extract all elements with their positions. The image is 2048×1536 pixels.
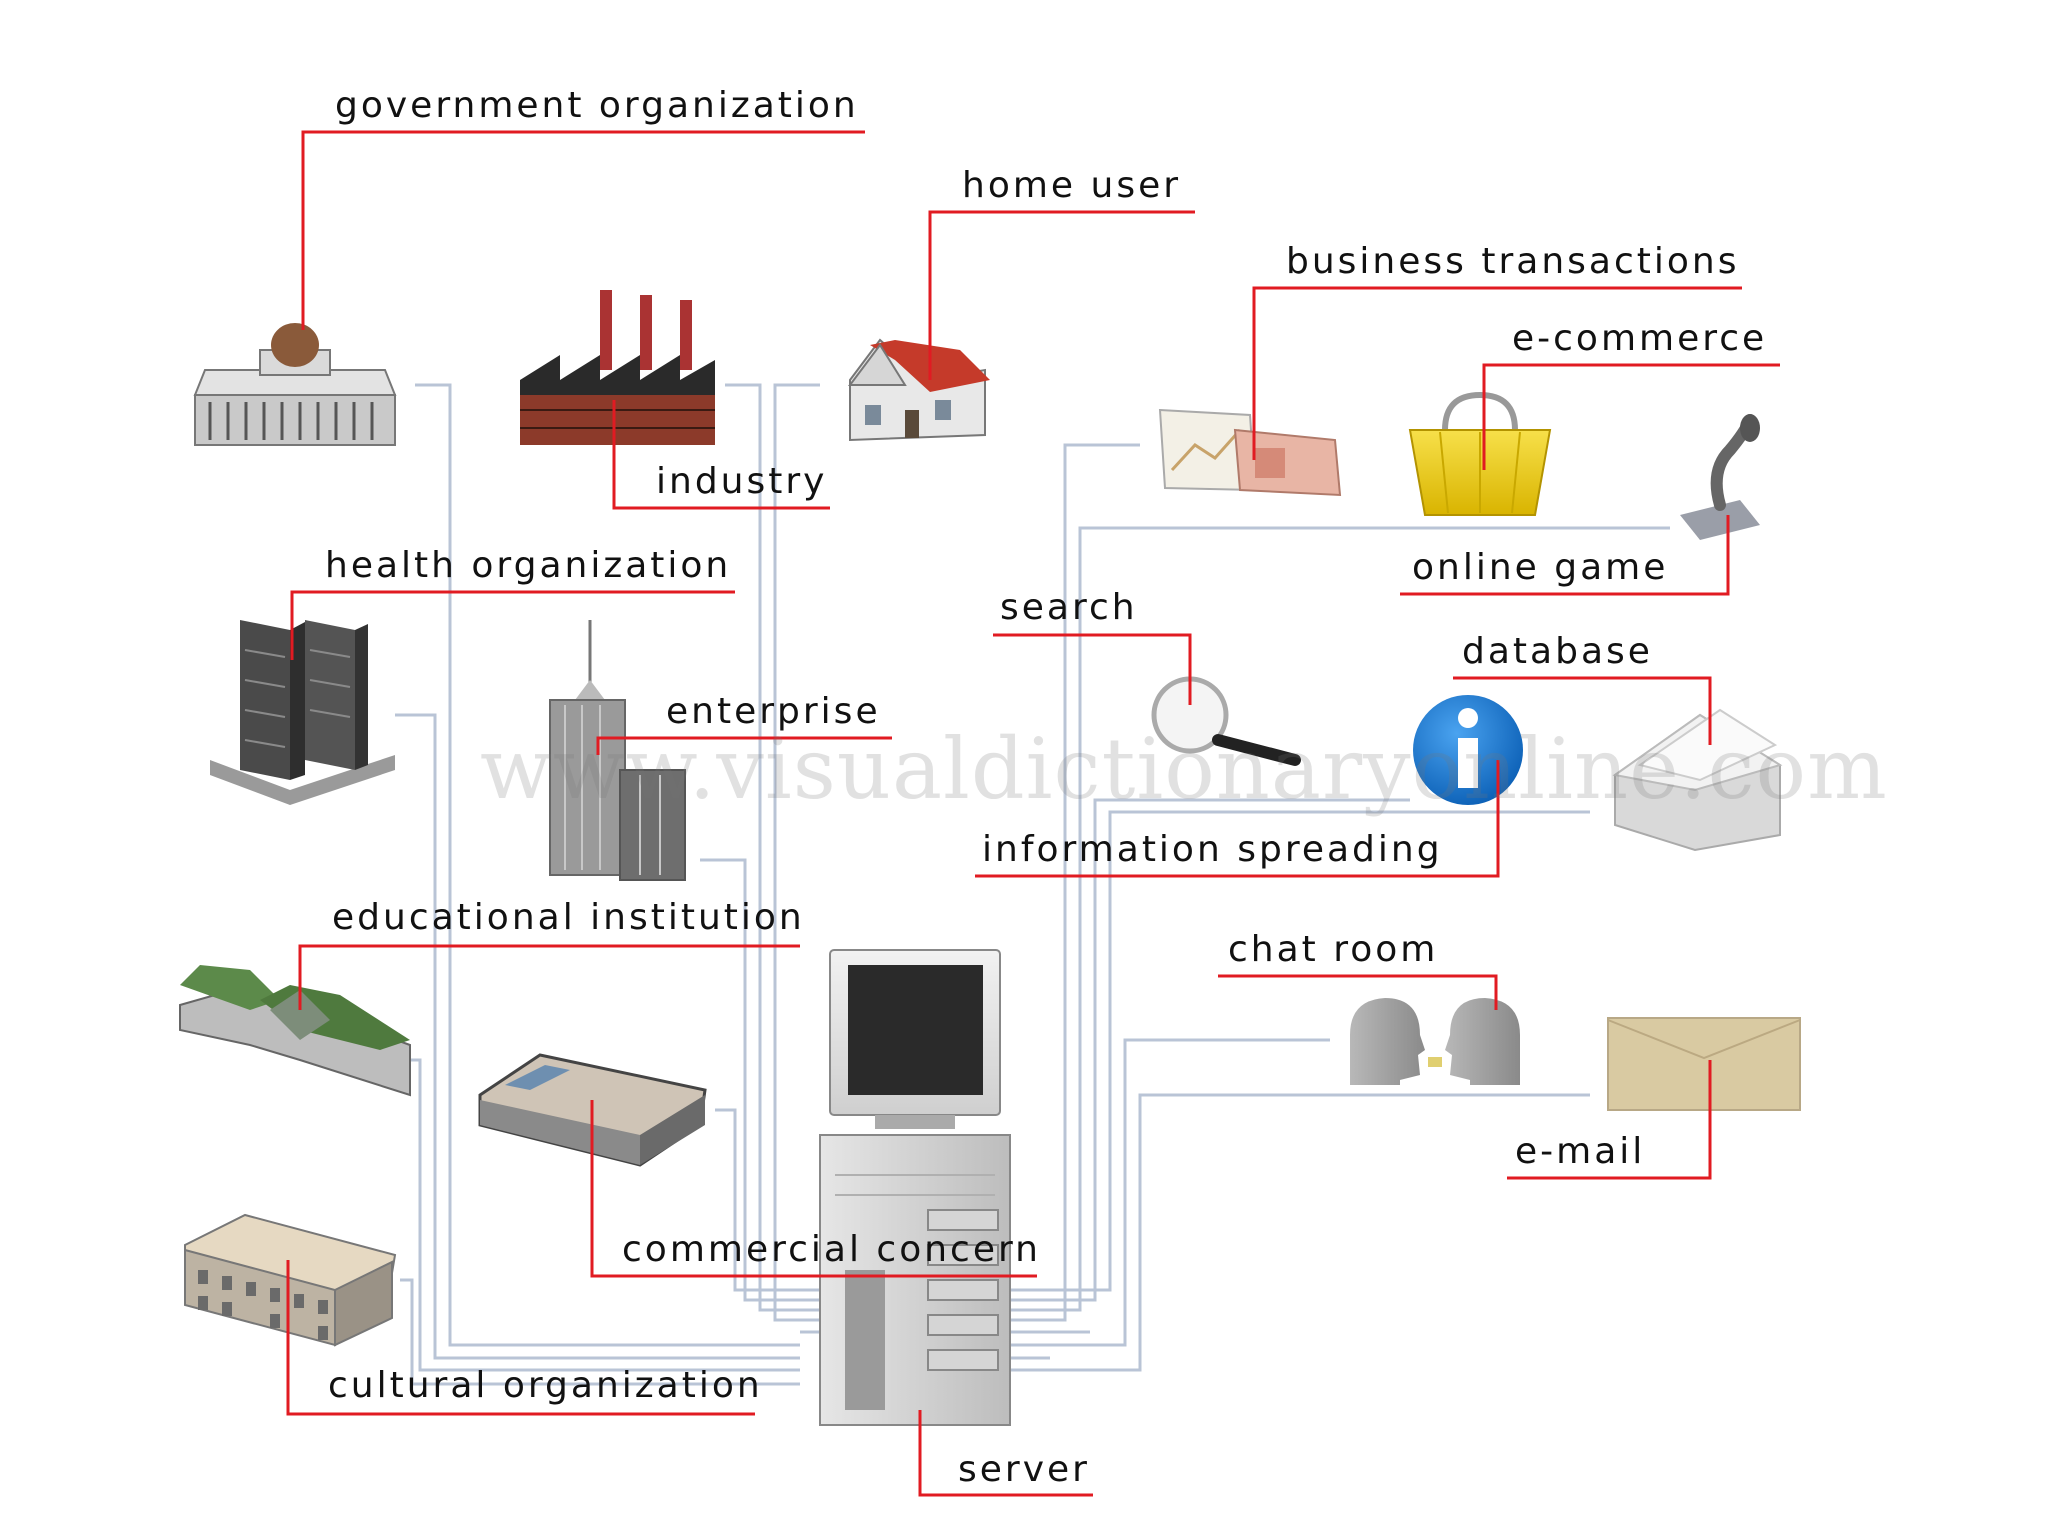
chat-heads-icon: [1350, 998, 1520, 1085]
label-e-commerce: e-commerce: [1512, 318, 1768, 359]
database-paper-stack-icon: [1612, 708, 1783, 852]
leader-online-game: [1400, 515, 1730, 596]
leader-search: [993, 633, 1192, 705]
leader-enterprise: [596, 736, 892, 755]
hospital-towers-icon: [210, 620, 395, 805]
label-information-spreading: information spreading: [982, 829, 1443, 870]
watermark: www.visualdictionaryonline.com: [480, 720, 1888, 818]
skyscraper-icon: [549, 620, 686, 881]
label-cultural-organization: cultural organization: [328, 1365, 763, 1406]
leader-chat: [1218, 974, 1498, 1010]
chart-and-banknote-icon: [1158, 408, 1342, 497]
house-icon: [848, 338, 990, 442]
label-industry: industry: [656, 461, 828, 502]
label-commercial-concern: commercial concern: [622, 1229, 1041, 1270]
leader-info: [975, 760, 1500, 878]
network-lines: [395, 383, 1670, 1386]
leader-server: [918, 1410, 1093, 1497]
government-building-icon: [193, 323, 397, 446]
label-chat-room: chat room: [1228, 929, 1439, 970]
label-health-organization: health organization: [325, 545, 732, 586]
leader-cultural: [286, 1260, 755, 1416]
label-government-organization: government organization: [335, 85, 859, 126]
leader-educational: [298, 944, 800, 1010]
label-search: search: [1000, 587, 1138, 628]
leader-lines: [286, 130, 1780, 1497]
leader-e-mail: [1507, 1060, 1712, 1180]
label-enterprise: enterprise: [666, 691, 881, 732]
leader-e-commerce: [1482, 363, 1780, 470]
label-educational-institution: educational institution: [332, 897, 805, 938]
leader-database: [1453, 676, 1712, 745]
leader-industry: [612, 400, 830, 510]
label-home-user: home user: [962, 165, 1182, 206]
leader-health: [290, 590, 735, 660]
university-building-icon: [179, 965, 411, 1097]
label-online-game: online game: [1412, 547, 1669, 588]
joystick-icon: [1680, 414, 1760, 540]
label-server: server: [958, 1449, 1090, 1490]
label-business-transactions: business transactions: [1286, 241, 1740, 282]
leader-business: [1252, 286, 1742, 460]
shopping-bag-icon: [1408, 391, 1552, 516]
label-database: database: [1462, 631, 1653, 672]
label-e-mail: e-mail: [1515, 1131, 1646, 1172]
information-icon: [1413, 695, 1523, 805]
leader-government: [301, 130, 865, 330]
server-computer-icon: [819, 949, 1011, 1426]
envelope-icon: [1607, 1017, 1801, 1111]
leader-commercial: [590, 1100, 1037, 1278]
cultural-building-icon: [184, 1213, 397, 1347]
leader-home-user: [928, 210, 1195, 380]
factory-icon: [520, 290, 715, 445]
